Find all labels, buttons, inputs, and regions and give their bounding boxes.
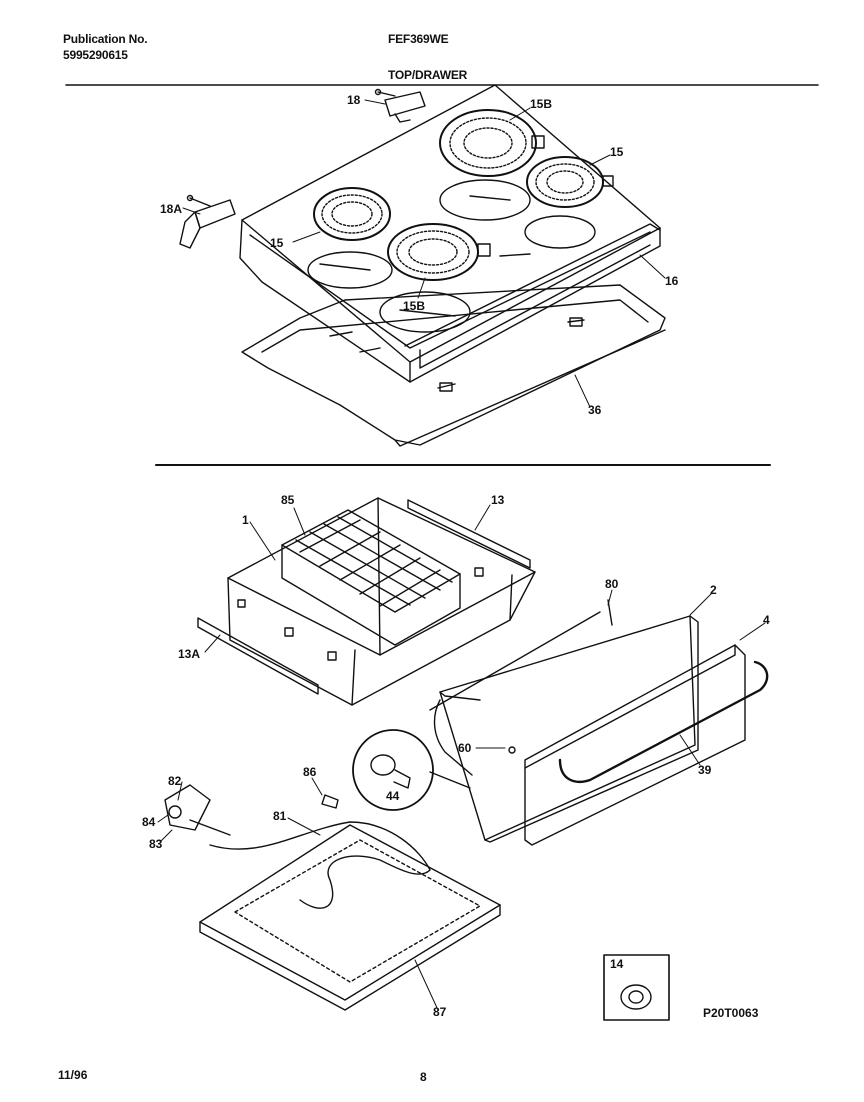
callout-36: 36: [588, 403, 602, 417]
callout-87: 87: [433, 1005, 447, 1019]
section-title: TOP/DRAWER: [388, 68, 468, 82]
drawer-slide-right: [407, 499, 531, 569]
callout-80: 80: [605, 577, 619, 591]
callout-15-left: 15: [270, 236, 284, 250]
model-number: FEF369WE: [388, 32, 449, 46]
publication-number: 5995290615: [63, 48, 128, 62]
drawer-panel: [439, 615, 699, 843]
detail-44: [352, 729, 471, 811]
callout-15b-top: 15B: [530, 97, 552, 111]
callout-39: 39: [698, 763, 712, 777]
drawer-assembly: [164, 497, 769, 1021]
callout-4: 4: [763, 613, 770, 627]
cooktop: [239, 84, 661, 383]
wire-clip: [321, 794, 339, 809]
footer-date: 11/96: [58, 1068, 88, 1082]
leader-lines: [157, 99, 766, 1011]
callout-83: 83: [149, 837, 163, 851]
drawer-body: [227, 497, 536, 706]
callout-81: 81: [273, 809, 287, 823]
hinge-bracket-rear: [374, 88, 426, 123]
callout-18: 18: [347, 93, 361, 107]
surface-element-rear-right: [526, 156, 614, 208]
callout-86: 86: [303, 765, 317, 779]
surface-element-front-right: [387, 223, 491, 281]
callout-2: 2: [710, 583, 717, 597]
callout-13a: 13A: [178, 647, 200, 661]
callout-15b-front: 15B: [403, 299, 425, 313]
drawer-slide-left: [197, 617, 319, 695]
callout-85: 85: [281, 493, 295, 507]
detail-14: [603, 954, 670, 1021]
wiring-harness: [209, 821, 431, 909]
drawer-bottom: [199, 824, 501, 1011]
callout-14: 14: [610, 957, 624, 971]
hinge-bracket-side: [179, 194, 236, 249]
drawing-code: P20T0063: [703, 1006, 759, 1020]
callout-13: 13: [491, 493, 505, 507]
main-top-support-pan: [241, 284, 666, 447]
publication-label: Publication No.: [63, 32, 148, 46]
callout-60: 60: [458, 741, 472, 755]
surface-element-rear-large: [439, 109, 545, 177]
footer-page-number: 8: [420, 1070, 427, 1084]
cooktop-assembly: [179, 84, 666, 447]
wire-rack: [281, 509, 461, 646]
light-socket: [164, 784, 231, 836]
surface-element-front-left: [313, 187, 391, 241]
screw: [508, 746, 516, 754]
callout-1: 1: [242, 513, 249, 527]
callout-16: 16: [665, 274, 679, 288]
drawer-front: [524, 644, 746, 846]
callout-44: 44: [386, 789, 400, 803]
callout-84: 84: [142, 815, 156, 829]
callout-18a: 18A: [160, 202, 182, 216]
callout-15-right: 15: [610, 145, 624, 159]
callout-82: 82: [168, 774, 182, 788]
drawer-handle: [558, 660, 769, 783]
